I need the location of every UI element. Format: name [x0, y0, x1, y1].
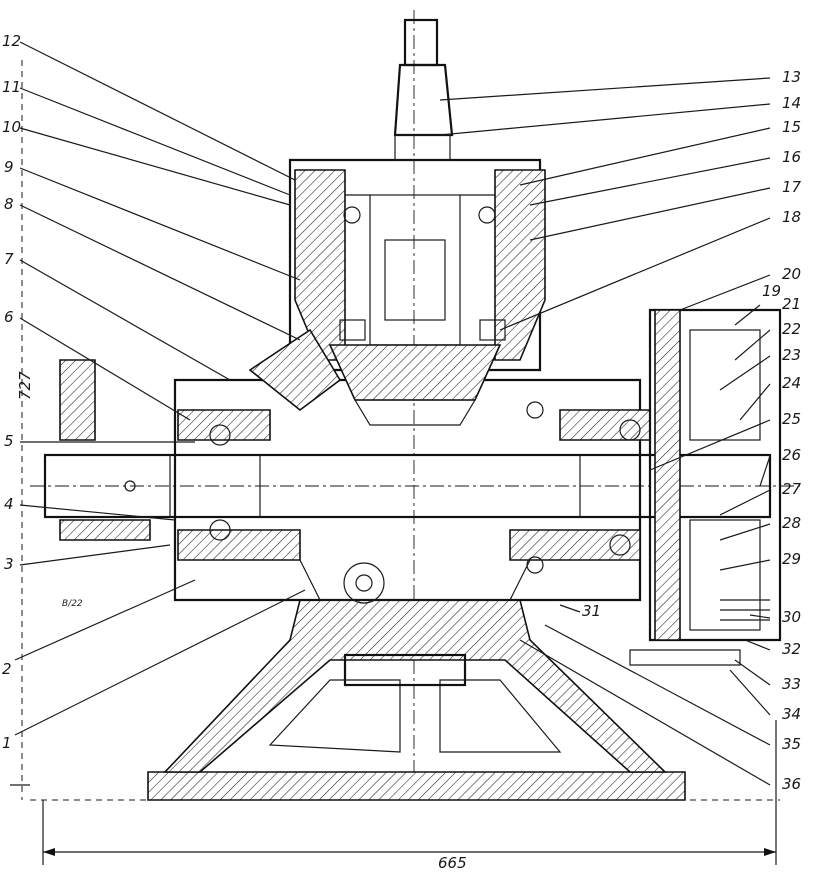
callout-5: 5: [4, 432, 14, 450]
callout-3: 3: [4, 555, 14, 573]
callout-30: 30: [782, 608, 801, 626]
callout-28: 28: [782, 514, 801, 532]
callout-24: 24: [782, 374, 801, 392]
callout-13: 13: [782, 68, 801, 86]
callout-29: 29: [782, 550, 801, 568]
width-dimension: 665: [438, 854, 467, 872]
callout-25: 25: [782, 410, 801, 428]
callout-31: 31: [582, 602, 601, 620]
upper-shaft: [393, 18, 454, 161]
bearings: [209, 401, 641, 574]
callout-23: 23: [782, 346, 801, 364]
callout-36: 36: [782, 775, 801, 793]
callout-26: 26: [782, 446, 801, 464]
gear-housing: [173, 378, 651, 604]
callout-21: 21: [782, 295, 801, 313]
leader-lines: [14, 41, 771, 786]
callout-34: 34: [782, 705, 801, 723]
callout-14: 14: [782, 94, 801, 112]
small-dimension-label: В/22: [62, 599, 83, 609]
callout-27: 27: [782, 480, 802, 498]
callout-11: 11: [2, 78, 21, 96]
callout-33: 33: [782, 675, 801, 693]
callout-1: 1: [2, 734, 12, 752]
callout-35: 35: [782, 735, 801, 753]
callout-10: 10: [2, 118, 21, 136]
callout-8: 8: [4, 195, 14, 213]
height-dimension: 727: [16, 371, 34, 400]
callout-16: 16: [782, 148, 801, 166]
horizontal-shaft: [43, 359, 772, 541]
bevel-gears: [248, 328, 502, 426]
right-callouts: 13 14 15 16 17 18 19 20 21 22 23 24 25 2…: [582, 68, 802, 793]
callout-18: 18: [782, 208, 801, 226]
callout-12: 12: [2, 32, 21, 50]
right-clutch-assembly: [629, 308, 782, 666]
callout-4: 4: [4, 495, 14, 513]
upper-motor-housing: [288, 158, 546, 372]
callout-32: 32: [782, 640, 801, 658]
callout-9: 9: [4, 158, 14, 176]
base-pedestal: [147, 599, 686, 801]
callout-19: 19: [762, 282, 781, 300]
callout-22: 22: [782, 320, 801, 338]
callout-6: 6: [4, 308, 14, 326]
callout-20: 20: [782, 265, 801, 283]
left-callouts: 12 11 10 9 8 7 6 5 4 3 2 1: [2, 32, 21, 752]
callout-15: 15: [782, 118, 801, 136]
callout-17: 17: [782, 178, 802, 196]
callout-2: 2: [2, 660, 12, 678]
callout-7: 7: [4, 250, 14, 268]
